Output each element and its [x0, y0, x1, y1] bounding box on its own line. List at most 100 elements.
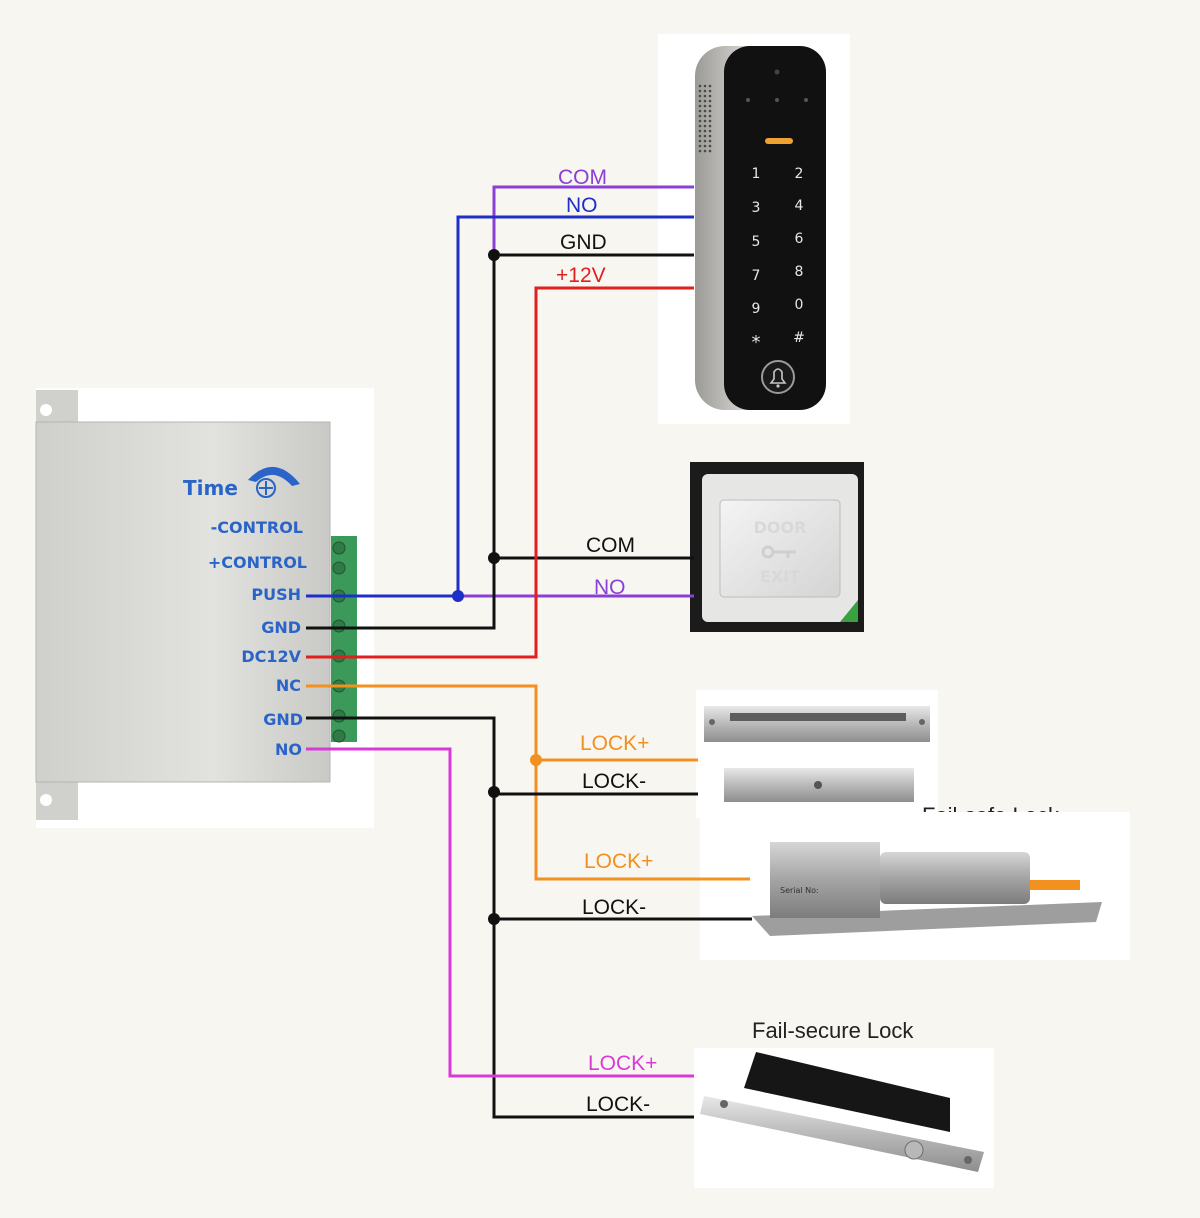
exit-push-button[interactable] — [719, 499, 841, 598]
speaker-hole — [708, 114, 712, 118]
bolt-cylinder — [880, 852, 1030, 904]
key-6[interactable]: 6 — [795, 231, 804, 247]
key-5[interactable]: 5 — [752, 234, 761, 250]
speaker-hole — [708, 124, 712, 128]
keypad-com-label: COM — [558, 166, 607, 189]
terminal-label-minus-control: -CONTROL — [211, 518, 303, 537]
wire-nc — [306, 684, 750, 881]
key-3[interactable]: 3 — [752, 200, 761, 216]
exit-com-label: COM — [586, 534, 635, 557]
armature-screw — [814, 781, 822, 789]
speaker-hole — [698, 134, 702, 138]
speaker-hole — [698, 94, 702, 98]
speaker-hole — [708, 149, 712, 153]
time-label: Time — [183, 476, 238, 500]
key-4[interactable]: 4 — [795, 198, 804, 214]
speaker-hole — [708, 94, 712, 98]
time-adjust-knob-icon[interactable] — [248, 466, 300, 498]
terminal-screw-icon — [332, 709, 346, 723]
terminal-screw-icon — [332, 561, 346, 575]
bolt-plus-label: LOCK+ — [584, 850, 653, 873]
key-9[interactable]: 9 — [752, 301, 761, 317]
exit-button-top-text: DOOR — [754, 518, 807, 537]
speaker-hole — [698, 109, 702, 113]
speaker-hole — [698, 144, 702, 148]
speaker-hole — [703, 129, 707, 133]
speaker-hole — [708, 99, 712, 103]
key-0[interactable]: 0 — [795, 297, 804, 313]
speaker-hole — [708, 109, 712, 113]
speaker-hole — [698, 89, 702, 93]
speaker-hole — [708, 139, 712, 143]
camera-dot — [774, 69, 780, 75]
wires — [306, 185, 752, 1119]
wire-gnd-bus — [306, 253, 694, 630]
speaker-hole — [698, 84, 702, 88]
junction-exit-com — [488, 552, 500, 564]
terminal-screw-icon — [332, 729, 346, 743]
exit-button-bottom-text: EXIT — [760, 567, 800, 586]
fail-secure-screw-right — [964, 1156, 972, 1164]
speaker-hole — [703, 144, 707, 148]
speaker-hole — [698, 124, 702, 128]
speaker-hole — [698, 129, 702, 133]
terminal-label-plus-control: +CONTROL — [208, 553, 307, 572]
keypad-gnd-label: GND — [560, 231, 607, 254]
doorbell-button-icon[interactable] — [761, 360, 795, 394]
speaker-hole — [703, 84, 707, 88]
led-right — [804, 98, 808, 102]
terminal-label-push: PUSH — [251, 585, 301, 604]
speaker-hole — [708, 119, 712, 123]
power-controller: Time -CONTROL +CONTROL PUSH GND DC12V NC… — [35, 388, 374, 828]
mount-hole-bottom — [40, 794, 52, 806]
speaker-hole — [708, 84, 712, 88]
speaker-hole — [703, 119, 707, 123]
keypad-face — [724, 46, 826, 410]
key-1[interactable]: 1 — [752, 166, 761, 182]
terminal-screw-icon — [332, 619, 346, 633]
speaker-hole — [703, 149, 707, 153]
speaker-hole — [703, 109, 707, 113]
key-icon — [761, 545, 796, 559]
maglock-body — [704, 706, 930, 742]
terminal-label-nc: NC — [276, 676, 301, 695]
bolt-lead-wire — [1030, 880, 1080, 890]
speaker-hole — [698, 99, 702, 103]
fail-safe-lock-group: Fail-safe Lock Serial No: — [696, 690, 1130, 960]
fail-secure-body — [744, 1052, 950, 1132]
speaker-hole — [703, 94, 707, 98]
speaker-hole — [698, 139, 702, 143]
bolt-minus-label: LOCK- — [582, 896, 646, 919]
speaker-hole — [703, 124, 707, 128]
mount-hole-top — [40, 404, 52, 416]
speaker-hole — [703, 114, 707, 118]
speaker-hole — [708, 89, 712, 93]
speaker-hole — [708, 129, 712, 133]
speaker-grille — [698, 84, 712, 153]
fail-secure-lock-group: Fail-secure Lock — [694, 1018, 994, 1188]
speaker-hole — [703, 134, 707, 138]
keypad-no-label: NO — [566, 194, 598, 217]
key-8[interactable]: 8 — [795, 264, 804, 280]
maglock-screw-right — [919, 719, 925, 725]
fail-secure-bolt — [904, 1140, 924, 1160]
speaker-hole — [703, 99, 707, 103]
junction-bolt-minus — [488, 913, 500, 925]
key-7[interactable]: 7 — [752, 268, 761, 284]
speaker-hole — [698, 114, 702, 118]
maglock-screw-left — [709, 719, 715, 725]
speaker-hole — [703, 89, 707, 93]
serial-text: Serial No: — [780, 886, 819, 895]
wire-12v — [306, 286, 694, 659]
led-left — [746, 98, 750, 102]
wire-no-lock — [306, 747, 694, 1078]
terminal-label-gnd: GND — [261, 618, 301, 637]
key-2[interactable]: 2 — [795, 166, 804, 182]
junction-maglock-minus — [488, 786, 500, 798]
keypad-reader: 1 2 3 4 5 6 7 8 9 0 * # — [658, 34, 850, 424]
key-hash[interactable]: # — [793, 330, 805, 346]
key-star[interactable]: * — [752, 332, 761, 353]
exit-button-corner — [840, 600, 858, 622]
fail-secure-minus-label: LOCK- — [586, 1093, 650, 1116]
